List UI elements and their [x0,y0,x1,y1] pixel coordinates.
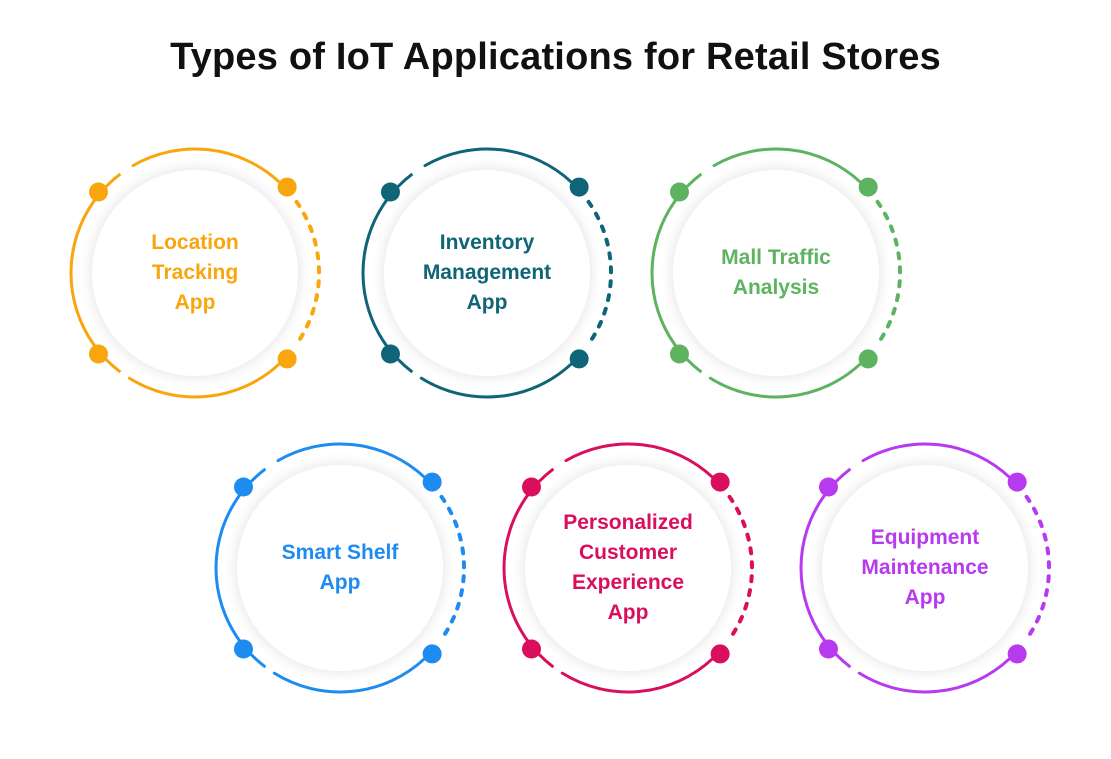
node-label-line: Experience [571,571,685,594]
dot-icon [710,644,730,664]
node-label-line: App [174,291,216,314]
dot-icon [569,177,589,197]
node-label-line: App [607,601,649,624]
circle-frame-icon [650,147,902,399]
dot-icon [818,639,838,659]
node-label-line: App [904,586,946,609]
dot-icon [669,344,689,364]
node-label-line: Inventory [439,231,535,254]
dot-icon [858,349,878,369]
dot-icon [1007,644,1027,664]
dot-icon [669,182,689,202]
node-label-line: App [466,291,508,314]
dot-icon [1007,472,1027,492]
node-label-line: Analysis [732,276,820,299]
node-label-line: Equipment [870,526,980,549]
circle-frame-icon [502,442,754,694]
dot-icon [422,472,442,492]
page-title: Types of IoT Applications for Retail Sto… [170,36,941,78]
node-label-line: Smart Shelf [281,541,399,564]
node-label-line: Management [422,261,552,284]
node-label-line: App [319,571,361,594]
dot-icon [277,349,297,369]
dot-icon [422,644,442,664]
circle-frame-icon [69,147,321,399]
node-label-line: Customer [578,541,678,564]
dot-icon [233,477,253,497]
dot-icon [521,477,541,497]
dot-icon [569,349,589,369]
dot-icon [88,344,108,364]
dot-icon [380,182,400,202]
circle-frame-icon [799,442,1051,694]
dot-icon [277,177,297,197]
circle-frame-icon [214,442,466,694]
dot-icon [818,477,838,497]
node-label-line: Tracking [151,261,239,284]
dot-icon [521,639,541,659]
dot-icon [858,177,878,197]
node-label-line: Maintenance [861,556,989,579]
node-label-line: Personalized [563,511,693,534]
circle-frame-icon [361,147,613,399]
dot-icon [88,182,108,202]
node-label-line: Mall Traffic [721,246,831,269]
dot-icon [710,472,730,492]
node-label-line: Location [151,231,239,254]
dot-icon [380,344,400,364]
dot-icon [233,639,253,659]
